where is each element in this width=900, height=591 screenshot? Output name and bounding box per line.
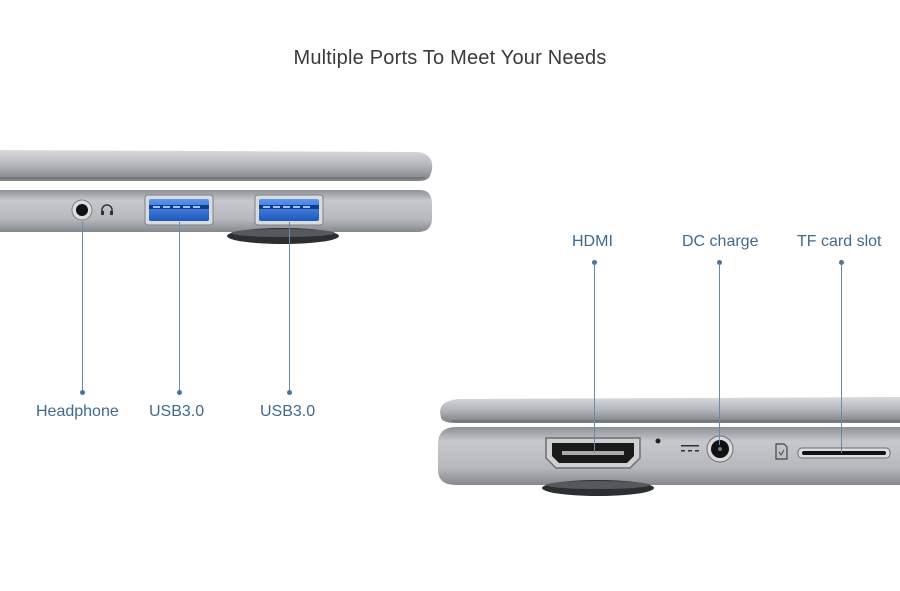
usb-label: USB3.0 xyxy=(149,403,205,420)
dc-charge-pointer-line xyxy=(719,263,720,445)
usb-label: USB3.0 xyxy=(260,403,316,420)
hdmi-pointer-dot xyxy=(592,260,597,265)
page-title: Multiple Ports To Meet Your Needs xyxy=(293,47,607,69)
tf-card-label: TF card slot xyxy=(797,233,882,250)
usb-pointer-dot xyxy=(287,390,292,395)
headphone-label: Headphone xyxy=(36,403,119,420)
dc-charge-pointer-dot xyxy=(717,260,722,265)
usb-pointer-line xyxy=(179,222,180,392)
usb-pointer-dot xyxy=(177,390,182,395)
right-laptop xyxy=(438,397,900,496)
usb-port-icon xyxy=(254,194,324,226)
usb-port-icon xyxy=(144,194,214,226)
dc-charge-port-icon xyxy=(681,435,734,463)
hdmi-port-icon xyxy=(545,437,641,469)
headphone-pointer-line xyxy=(82,222,83,392)
indicator-light-icon xyxy=(655,438,661,444)
hdmi-label: HDMI xyxy=(572,233,613,250)
tf-card-pointer-dot xyxy=(839,260,844,265)
hdmi-pointer-line xyxy=(594,263,595,453)
tf-card-pointer-line xyxy=(841,263,842,453)
headphone-jack-icon xyxy=(71,199,113,221)
tf-card-slot-icon xyxy=(775,443,891,460)
headphone-pointer-dot xyxy=(80,390,85,395)
dc-charge-label: DC charge xyxy=(682,233,759,250)
left-laptop xyxy=(0,150,433,244)
usb-pointer-line xyxy=(289,222,290,392)
